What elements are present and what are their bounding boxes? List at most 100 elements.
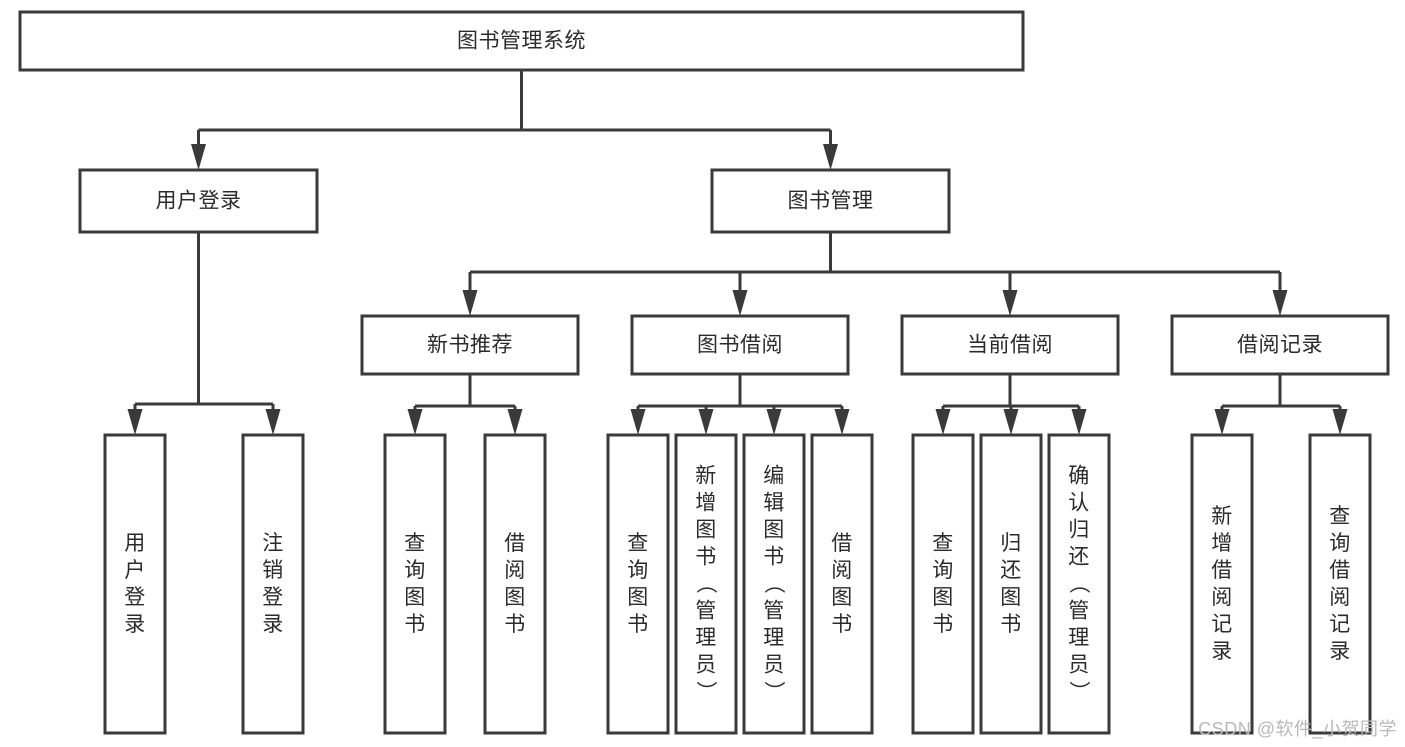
node-leaf-user-login[interactable]: 用户登录用户登录	[103, 433, 167, 735]
node-box-borrow-record	[1170, 314, 1390, 376]
node-borrow-record[interactable]: 借阅记录	[1170, 314, 1390, 376]
node-leaf-return-book[interactable]: 归还图书归还图书	[979, 433, 1043, 735]
node-leaf-borrow-book-recommend[interactable]: 借阅图书借阅图书	[483, 433, 547, 735]
node-label-char: （	[762, 573, 785, 595]
node-label-char: ）	[1067, 681, 1090, 703]
node-label-char: 借	[1211, 559, 1233, 582]
arrow-head-icon	[265, 409, 281, 435]
node-label-char: 录	[1211, 640, 1233, 663]
arrow-head-icon	[507, 409, 523, 435]
node-label-char: 图	[831, 586, 853, 609]
node-label-char: 书	[404, 613, 426, 636]
node-label-char: 书	[1000, 613, 1022, 636]
node-label-char: 用	[124, 532, 146, 555]
node-label-char: 书	[763, 546, 785, 569]
node-box-leaf-query-borrow-record	[1308, 433, 1372, 735]
node-label-char: 借	[831, 532, 853, 555]
arrow-head-icon	[1332, 409, 1348, 435]
node-label-char: 增	[695, 492, 717, 515]
node-label-char: 员	[763, 654, 785, 677]
node-label-book-manage: 图书管理	[788, 190, 874, 213]
node-label-root: 图书管理系统	[457, 30, 586, 53]
node-root[interactable]: 图书管理系统	[18, 10, 1025, 72]
node-label-user-login: 用户登录	[156, 190, 242, 213]
node-leaf-query-borrow-record[interactable]: 查询借阅记录查询借阅记录	[1308, 433, 1372, 735]
node-label-char: 归	[1000, 532, 1022, 555]
node-label-char: 查	[932, 532, 954, 555]
connector-group-borrow-record	[1214, 374, 1348, 435]
node-label-char: 理	[695, 627, 717, 650]
node-box-leaf-borrow-book-recommend	[483, 433, 547, 735]
node-label-char: 图	[627, 586, 649, 609]
node-label-char: 增	[1211, 532, 1233, 555]
arrow-head-icon	[462, 290, 478, 316]
node-label-char: 图	[695, 519, 717, 542]
node-box-leaf-edit-book-admin	[742, 433, 806, 735]
node-box-book-manage	[710, 168, 951, 234]
node-new-book-recommend[interactable]: 新书推荐	[360, 314, 580, 376]
node-leaf-query-book-borrow[interactable]: 查询图书查询图书	[606, 433, 670, 735]
node-box-leaf-add-book-admin	[674, 433, 738, 735]
node-box-leaf-confirm-return-admin	[1047, 433, 1111, 735]
node-book-borrow[interactable]: 图书借阅	[630, 314, 850, 376]
node-leaf-query-book-current[interactable]: 查询图书查询图书	[911, 433, 975, 735]
connector-group-user-login	[127, 232, 281, 435]
node-label-char: 户	[124, 559, 146, 582]
node-leaf-add-borrow-record[interactable]: 新增借阅记录新增借阅记录	[1190, 433, 1254, 735]
watermark-text: CSDN @软件_小贺同学	[1198, 719, 1397, 739]
node-leaf-query-book-recommend[interactable]: 查询图书查询图书	[383, 433, 447, 735]
node-box-user-login	[78, 168, 319, 234]
node-label-char: 登	[262, 586, 284, 609]
node-book-manage[interactable]: 图书管理	[710, 168, 951, 234]
node-label-char: 还	[1068, 546, 1090, 569]
node-label-char: 查	[404, 532, 426, 555]
node-layer: 图书管理系统用户登录图书管理新书推荐图书借阅当前借阅借阅记录用户登录用户登录注销…	[18, 10, 1390, 735]
node-user-login[interactable]: 用户登录	[78, 168, 319, 234]
node-label-char: 录	[1329, 640, 1351, 663]
arrow-head-icon	[1071, 409, 1087, 435]
arrow-head-icon	[732, 290, 748, 316]
node-box-leaf-add-borrow-record	[1190, 433, 1254, 735]
arrow-head-icon	[1003, 409, 1019, 435]
arrow-head-icon	[630, 409, 646, 435]
node-label-char: ）	[694, 681, 717, 703]
connector-group-current-borrow	[935, 374, 1087, 435]
arrow-head-icon	[127, 409, 143, 435]
node-box-leaf-borrow-book	[810, 433, 874, 735]
node-label-char: 记	[1211, 613, 1233, 636]
node-label-char: 认	[1068, 492, 1090, 515]
node-label-char: 录	[124, 613, 146, 636]
node-box-book-borrow	[630, 314, 850, 376]
node-label-char: 还	[1000, 559, 1022, 582]
node-box-new-book-recommend	[360, 314, 580, 376]
node-label-char: 图	[1000, 586, 1022, 609]
node-label-char: 书	[627, 613, 649, 636]
arrow-head-icon	[935, 409, 951, 435]
arrow-head-icon	[191, 144, 206, 170]
node-label-char: 图	[763, 519, 785, 542]
node-label-char: 辑	[763, 492, 785, 515]
node-leaf-borrow-book[interactable]: 借阅图书借阅图书	[810, 433, 874, 735]
node-label-char: 阅	[1329, 586, 1351, 609]
node-label-book-borrow: 图书借阅	[697, 334, 783, 357]
node-current-borrow[interactable]: 当前借阅	[900, 314, 1120, 376]
node-label-char: 员	[695, 654, 717, 677]
node-box-leaf-query-book-borrow	[606, 433, 670, 735]
node-label-char: 询	[932, 559, 954, 582]
node-label-char: 注	[262, 532, 284, 555]
node-leaf-user-logout[interactable]: 注销登录注销登录	[241, 433, 305, 735]
node-label-char: 阅	[504, 559, 526, 582]
node-label-char: （	[1067, 573, 1090, 595]
connector-group-book-borrow	[630, 374, 850, 435]
node-label-char: 阅	[1211, 586, 1233, 609]
node-label-new-book-recommend: 新书推荐	[427, 334, 513, 357]
node-label-char: 理	[1068, 627, 1090, 650]
arrow-head-icon	[834, 409, 850, 435]
node-label-char: 理	[763, 627, 785, 650]
node-label-char: 查	[1329, 505, 1351, 528]
